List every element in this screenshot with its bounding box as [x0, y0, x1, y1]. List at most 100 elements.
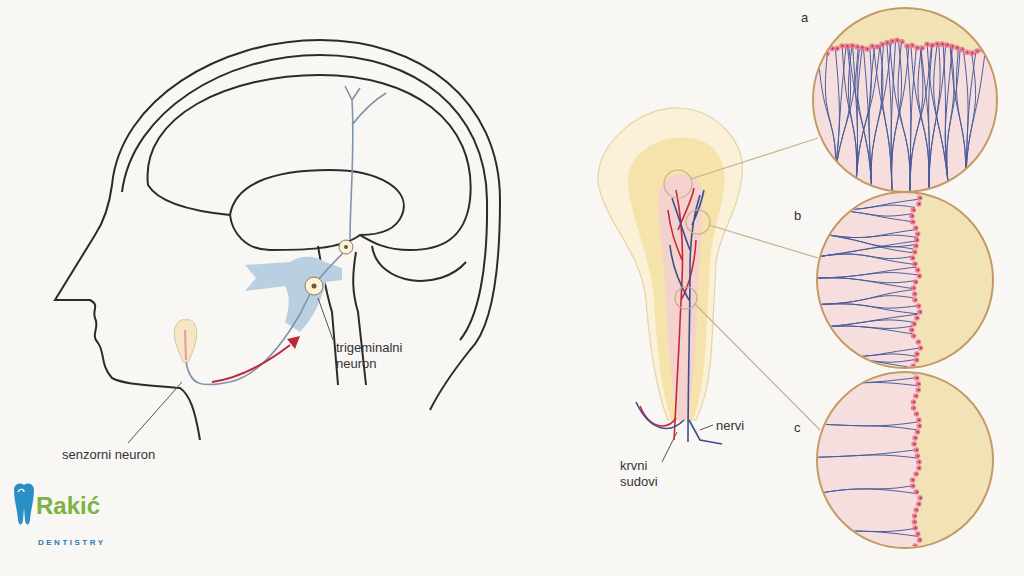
odontoblast — [915, 231, 921, 237]
nerve-fiber — [812, 273, 918, 279]
ganglion — [305, 240, 353, 295]
odontoblast — [884, 40, 890, 46]
nerve-fiber — [812, 304, 918, 314]
odontoblast-nucleus — [918, 341, 920, 343]
odontoblast — [915, 339, 921, 345]
nerve-fiber — [812, 352, 916, 356]
odontoblast-nucleus — [919, 197, 921, 199]
odontoblast-nucleus — [812, 56, 814, 58]
nerve-fiber — [892, 47, 909, 200]
nerve-fiber — [825, 53, 835, 200]
nerve-fiber — [812, 455, 917, 458]
odontoblast — [912, 291, 918, 297]
odontoblast-nucleus — [913, 209, 915, 211]
odontoblast-nucleus — [919, 461, 921, 463]
odontoblast — [916, 459, 922, 465]
odontoblast — [839, 43, 845, 49]
callout-letter: a — [801, 10, 808, 25]
odontoblast — [912, 513, 918, 519]
odontoblast — [913, 507, 919, 513]
odontoblast — [914, 411, 920, 417]
odontoblast-nucleus — [922, 47, 924, 49]
odontoblast — [869, 44, 875, 50]
odontoblast — [914, 315, 920, 321]
head-outline — [55, 40, 500, 440]
odontoblast-nucleus — [912, 215, 914, 217]
nerve-fiber — [812, 326, 913, 334]
odontoblast-nucleus — [916, 449, 918, 451]
odontoblast — [864, 46, 870, 52]
zoom-c — [810, 368, 1000, 554]
odontoblast-nucleus — [919, 311, 921, 313]
part-label: trigeminalni neuron — [336, 340, 426, 372]
odontoblast-nucleus — [997, 51, 999, 53]
odontoblast-nucleus — [892, 40, 894, 42]
odontoblast-nucleus — [918, 305, 920, 307]
odontoblast — [912, 249, 918, 255]
odontoblast-nucleus — [915, 227, 917, 229]
nerve-fiber — [892, 43, 902, 200]
odontoblast — [916, 417, 922, 423]
odontoblast-nucleus — [957, 47, 959, 49]
odontoblast — [909, 43, 915, 49]
signal-arrow — [212, 336, 300, 382]
nerve-fiber — [812, 424, 917, 430]
odontoblast-nucleus — [915, 299, 917, 301]
part-label: krvni sudovi — [620, 458, 658, 489]
odontoblast-nucleus — [867, 48, 869, 50]
nerve-fiber — [943, 44, 950, 200]
odontoblast — [854, 44, 860, 50]
odontoblast — [929, 42, 935, 48]
nerve-fiber — [871, 42, 891, 200]
nerve-fiber — [812, 254, 915, 264]
part-label: krvni sudovi — [620, 458, 675, 490]
zoom-views — [805, 0, 1010, 554]
odontoblast-nucleus — [952, 45, 954, 47]
odontoblast — [859, 45, 865, 51]
odontoblast-nucleus — [877, 46, 879, 48]
odontoblast — [889, 38, 895, 44]
odontoblast-nucleus — [852, 45, 854, 47]
odontoblast-nucleus — [992, 50, 994, 52]
odontoblast-nucleus — [918, 503, 920, 505]
odontoblast — [911, 399, 917, 405]
odontoblast-nucleus — [919, 425, 921, 427]
odontoblast-nucleus — [857, 46, 859, 48]
odontoblast-nucleus — [937, 43, 939, 45]
part-label: nervi — [716, 418, 744, 433]
odontoblast — [809, 54, 815, 60]
nerve-fiber — [965, 53, 976, 200]
odontoblast — [913, 225, 919, 231]
odontoblast-nucleus — [919, 539, 921, 541]
odontoblast — [849, 43, 855, 49]
callout-letter: b — [794, 208, 801, 223]
odontoblast — [918, 345, 924, 351]
odontoblast-nucleus — [817, 57, 819, 59]
nerve-fiber — [812, 489, 917, 495]
odontoblast — [911, 405, 917, 411]
odontoblast — [894, 37, 900, 43]
leader-line — [128, 382, 182, 443]
odontoblast — [911, 321, 917, 327]
zoom-a — [805, 0, 1010, 200]
leader-lines — [128, 298, 713, 462]
odontoblast-nucleus — [837, 48, 839, 50]
odontoblast-nucleus — [967, 51, 969, 53]
odontoblast-nucleus — [917, 431, 919, 433]
odontoblast-nucleus — [916, 377, 918, 379]
odontoblast-nucleus — [972, 52, 974, 54]
odontoblast — [916, 501, 922, 507]
odontoblast-nucleus — [915, 263, 917, 265]
tooth-section — [598, 108, 742, 444]
odontoblast-nucleus — [914, 521, 916, 523]
odontoblast — [916, 201, 922, 207]
odontoblast-nucleus — [832, 48, 834, 50]
callout-letter: a — [801, 10, 808, 26]
odontoblast — [924, 41, 930, 47]
odontoblast-nucleus — [917, 455, 919, 457]
odontoblast-nucleus — [919, 275, 921, 277]
odontoblast-nucleus — [987, 49, 989, 51]
odontoblast-nucleus — [882, 43, 884, 45]
odontoblast — [917, 495, 923, 501]
odontoblast — [909, 327, 915, 333]
